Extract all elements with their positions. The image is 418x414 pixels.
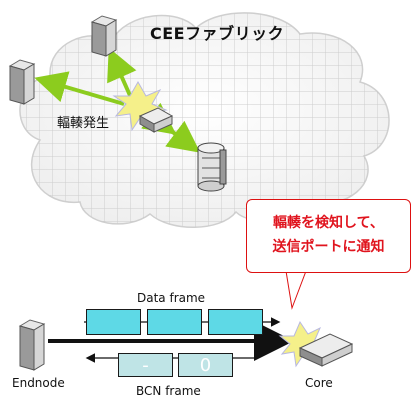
server-top [90, 15, 118, 57]
data-frame-3-value [209, 310, 262, 334]
data-frame-1-value [87, 310, 140, 334]
bcn-frame-2: 0 [178, 353, 233, 377]
congestion-arrows [34, 47, 201, 153]
callout-line-1: 輻輳を検知して、 [273, 215, 384, 231]
core-device [278, 320, 354, 368]
endnode-label: Endnode [12, 376, 65, 390]
arrow-to-server-left [34, 71, 125, 106]
fabric-title: CEEファブリック [150, 24, 285, 43]
data-frame-2 [147, 309, 202, 335]
arrow-to-server-top [107, 47, 137, 101]
bcn-frame-label: BCN frame [136, 384, 201, 398]
data-frame-1 [86, 309, 141, 335]
bcn-frame-2-value: 0 [199, 355, 212, 376]
bcn-frame-1-value: - [142, 355, 149, 376]
callout-pointer [285, 270, 307, 310]
endnode-device [18, 319, 46, 371]
congested-switch [112, 80, 174, 133]
core-label: Core [305, 376, 333, 390]
server-left [8, 59, 36, 105]
data-frame-label: Data frame [137, 291, 206, 305]
congestion-label: 輻輳発生 [57, 116, 110, 131]
callout-box: 輻輳を検知して、 送信ポートに通知 [246, 199, 411, 273]
arrow-to-storage [141, 102, 201, 153]
bcn-frame-1: - [118, 353, 173, 377]
data-frame-2-value [148, 310, 201, 334]
storage-device [197, 142, 227, 192]
callout-line-2: 送信ポートに通知 [272, 239, 385, 255]
data-frame-3 [208, 309, 263, 335]
